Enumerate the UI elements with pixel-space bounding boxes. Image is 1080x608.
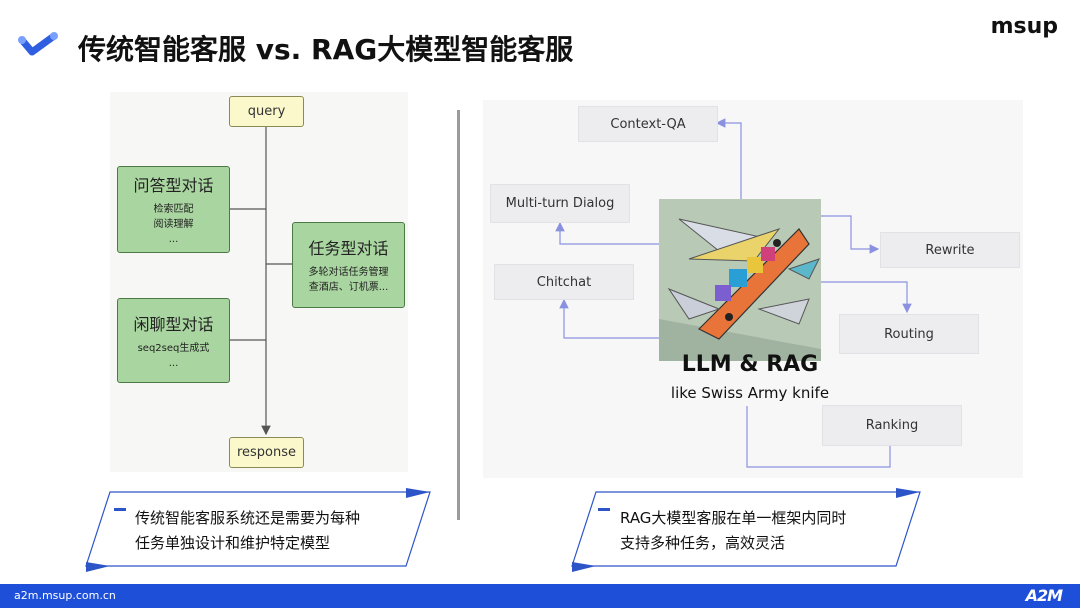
task-dialog-line: 查酒店、订机票... [308,282,389,293]
right-card-line: 支持多种任务，高效灵活 [620,534,786,552]
chitchat-dialog-node: 闲聊型对话 seq2seq生成式 ... [117,298,230,383]
page-title: 传统智能客服 vs. RAG大模型智能客服 [78,33,574,66]
left-card-frame [85,488,431,572]
left-card-line: 任务单独设计和维护特定模型 [135,534,331,552]
qa-dialog-line: ... [168,234,179,245]
chitchat-node: Chitchat [494,264,634,300]
task-dialog-title: 任务型对话 [308,239,389,258]
footer-bar [0,584,1080,608]
query-node: query [229,96,304,127]
logo-icon [16,30,60,62]
chitchat-dialog-title: 闲聊型对话 [133,314,214,334]
right-card-frame [571,488,921,572]
swiss-knife-illustration [659,199,821,361]
qa-dialog-node: 问答型对话 检索匹配 阅读理解 ... [117,166,230,253]
qa-dialog-line: 阅读理解 [153,219,194,230]
qa-dialog-line: 检索匹配 [153,204,194,215]
chitchat-dialog-line: seq2seq生成式 [137,342,210,354]
right-card-text: RAG大模型客服在单一框架内同时 支持多种任务，高效灵活 [620,506,846,556]
routing-node: Routing [839,314,979,354]
rewrite-node: Rewrite [880,232,1020,268]
left-card-line: 传统智能客服系统还是需要为每种 [135,509,361,527]
chitchat-dialog-line: ... [168,357,179,369]
brand-logo: msup [990,14,1058,39]
center-divider [457,110,460,520]
task-dialog-node: 任务型对话 多轮对话任务管理 查酒店、订机票... [292,222,405,308]
multi-turn-dialog-node: Multi-turn Dialog [490,184,630,223]
qa-dialog-title: 问答型对话 [133,176,214,195]
context-qa-node: Context-QA [578,106,718,142]
center-subtitle: like Swiss Army knife [670,384,830,402]
response-node: response [229,437,304,468]
task-dialog-line: 多轮对话任务管理 [308,267,389,278]
footer-url: a2m.msup.com.cn [14,589,116,602]
left-card-text: 传统智能客服系统还是需要为每种 任务单独设计和维护特定模型 [135,506,360,556]
footer-logo: A2M [1025,586,1063,605]
right-card-line: RAG大模型客服在单一框架内同时 [620,509,847,527]
center-title: LLM & RAG [681,352,819,377]
ranking-node: Ranking [822,405,962,446]
